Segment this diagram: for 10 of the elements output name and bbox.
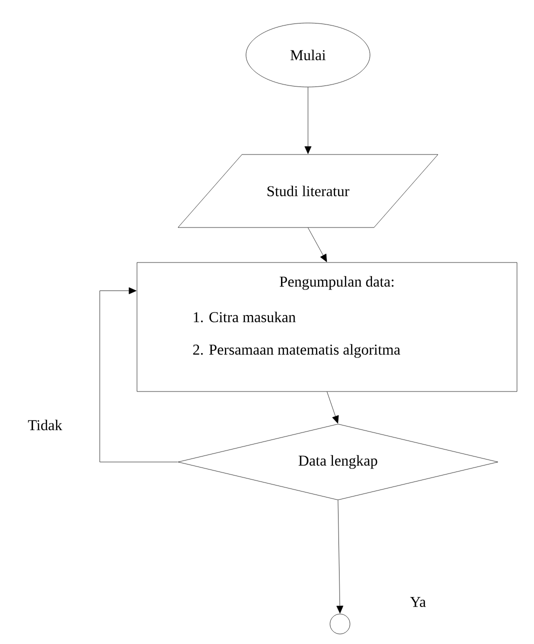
arrow: [308, 228, 327, 262]
input-parallelogram: Studi literatur: [178, 154, 438, 228]
edge-label: Ya: [410, 597, 426, 607]
edge-label: Tidak: [28, 420, 62, 430]
arrow: [326, 392, 339, 424]
arrow: [100, 287, 178, 462]
arrow: [304, 87, 312, 154]
process-box: Pengumpulan data: 1. Citra masukan 2. Persamaan matematis algoritma: [136, 262, 518, 392]
arrow: [336, 500, 344, 614]
connector-circle: [330, 614, 350, 634]
